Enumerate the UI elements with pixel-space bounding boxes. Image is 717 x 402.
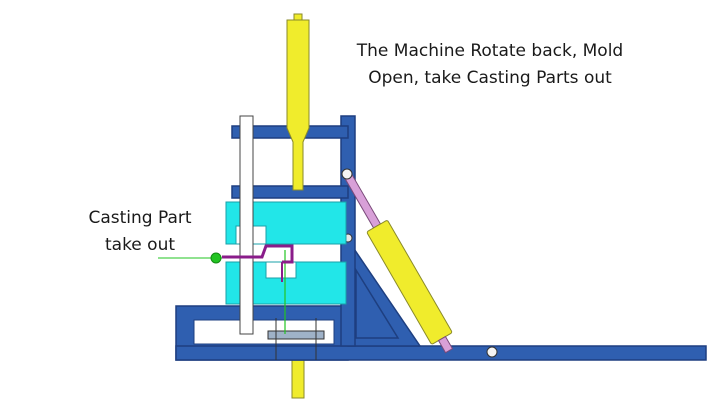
base-rail [175,345,707,361]
guide-post [239,115,254,335]
part-caption-line1: Casting Part [88,208,192,228]
step-caption: The Machine Rotate back, Mold Open, take… [335,38,645,92]
hydraulic-cylinder [342,171,454,354]
part-caption: Casting Part take out [70,205,210,259]
middle-plate [231,185,349,199]
step-caption-line2: Open, take Casting Parts out [368,68,612,88]
cylinder-tail [437,335,454,354]
part-caption-line2: take out [104,235,176,255]
step-caption-line1: The Machine Rotate back, Mold [356,41,624,61]
ejector-plate [267,330,325,340]
casting-part [222,244,294,264]
cylinder-bottom-pivot [486,346,498,358]
upper-ram [286,19,310,191]
cylinder-top-pivot [341,168,353,180]
bracket-window [355,267,400,339]
pointer-dot [210,252,222,264]
